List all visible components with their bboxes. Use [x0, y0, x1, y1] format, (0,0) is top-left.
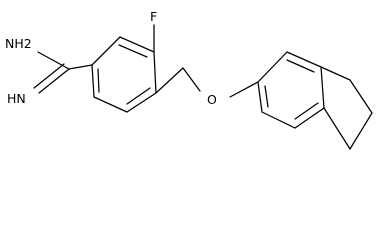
- ring-c-bond-4: [323, 107, 351, 150]
- ring-c-bond-2: [349, 79, 373, 114]
- amidine-c-nh2-bond: [37, 51, 70, 70]
- ring-a-bond-5: [93, 96, 128, 113]
- ring-b-bond-2: [286, 51, 322, 68]
- benzyl-ether-linker: [155, 67, 259, 98]
- ring-c-bond-1: [320, 66, 351, 81]
- amidine-c-nh-bond: [38, 68, 70, 94]
- ring-b-inner-bond-2: [294, 102, 319, 120]
- oxygen-label: O: [207, 92, 217, 107]
- fluorine-label: F: [150, 9, 157, 24]
- ring-a-bond-2: [119, 36, 155, 53]
- ring-ch2-bond: [155, 67, 184, 94]
- ring-a-bond-4: [126, 92, 157, 113]
- ring-a-bond-6: [91, 64, 95, 98]
- amidine-c-nh-double-bond: [33, 63, 65, 89]
- o-ring-bond: [229, 81, 259, 98]
- indane-aromatic-ring: [257, 51, 325, 129]
- structure-drawing: NH2 HN F O: [5, 9, 373, 150]
- ring-b-bond-1: [257, 51, 288, 83]
- molecule-canvas: NH2 HN F O: [5, 9, 373, 150]
- ring-b-bond-3: [320, 66, 325, 109]
- ring-b-bond-6: [257, 81, 263, 113]
- ring-b-bond-5: [261, 111, 296, 129]
- ring-b-inner-bond-1: [286, 59, 315, 73]
- amidine-group: [33, 51, 93, 94]
- ring-a-inner-bond-2: [126, 87, 151, 105]
- fluorophenyl-ring: [91, 24, 157, 113]
- amidine-ring-bond: [68, 64, 93, 70]
- ring-a-inner-bond-3: [97, 68, 100, 93]
- ring-a-inner-bond-1: [118, 44, 148, 58]
- ring-a-bond-1: [91, 36, 121, 66]
- imine-label: HN: [7, 91, 26, 106]
- ring-c-bond-3: [349, 112, 373, 150]
- ring-b-inner-bond-3: [264, 85, 269, 108]
- ring-b-bond-4: [294, 107, 325, 129]
- amine-label: NH2: [5, 36, 32, 51]
- ch2-o-bond: [182, 67, 201, 92]
- indane-cyclopentane-ring: [320, 66, 373, 150]
- ring-a-bond-3: [153, 51, 157, 94]
